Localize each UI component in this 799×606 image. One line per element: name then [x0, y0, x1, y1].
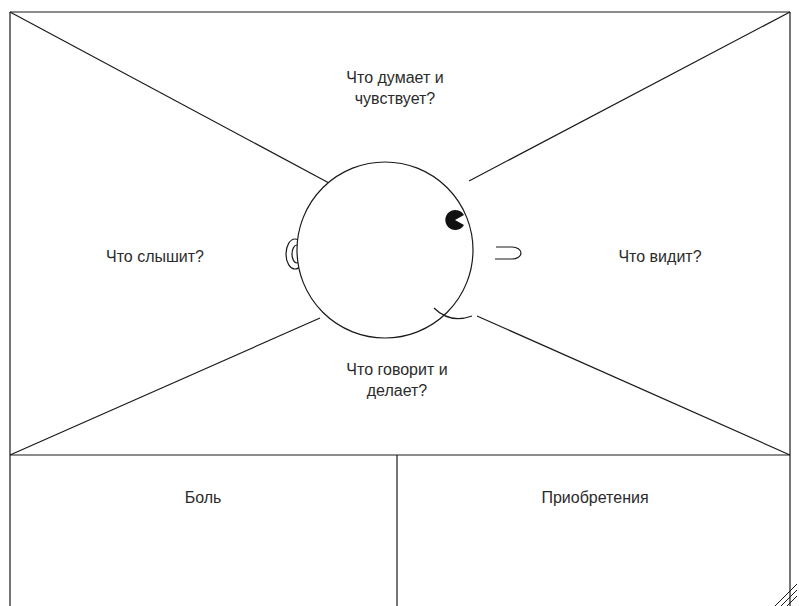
says-does-region: Что говорит и делает? [337, 359, 457, 401]
divider-line [396, 455, 397, 606]
region-label: Что говорит и делает? [337, 359, 457, 401]
pain-box: Боль [53, 487, 353, 508]
region-label: Приобретения [445, 487, 745, 508]
hears-region: Что слышит? [65, 246, 245, 267]
region-label: Что думает и чувствует? [335, 67, 455, 109]
diagonal-line [477, 316, 790, 455]
region-label: Что слышит? [65, 246, 245, 267]
frame-line [789, 12, 790, 606]
head-circle [297, 162, 473, 338]
resize-hatch [775, 584, 797, 606]
thinks-feels-region: Что думает и чувствует? [335, 67, 455, 109]
region-label: Боль [53, 487, 353, 508]
region-label: Что видит? [570, 246, 750, 267]
nose [495, 247, 521, 259]
frame-line [10, 11, 790, 12]
eye [445, 210, 464, 230]
diagonal-line [469, 12, 790, 181]
diagonal-line [10, 318, 320, 455]
frame-line [10, 454, 790, 455]
sees-region: Что видит? [570, 246, 750, 267]
resize-hatch [781, 590, 797, 606]
gain-box: Приобретения [445, 487, 745, 508]
frame-line [9, 12, 10, 606]
resize-hatch [787, 596, 797, 606]
smile [434, 308, 472, 319]
diagonal-line [10, 12, 329, 183]
